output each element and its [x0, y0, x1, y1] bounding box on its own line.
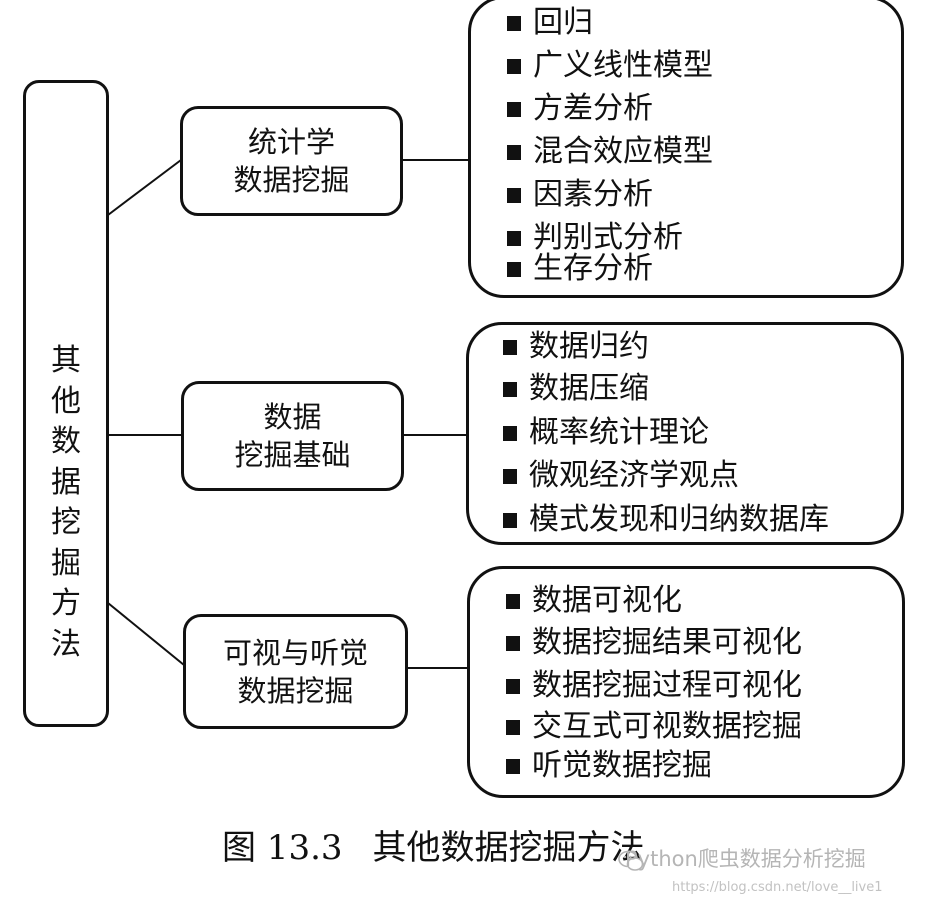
- bullet-square-icon: [507, 15, 521, 31]
- method-list-statistics: 回归 广义线性模型 方差分析 混合效应模型 因素分析 判别式分析 生存分析: [468, 0, 904, 298]
- list-item: 数据挖掘结果可视化: [506, 626, 802, 660]
- root-label: 其 他 数 据 挖 掘 方 法: [26, 341, 106, 665]
- list-item-label: 因素分析: [533, 177, 653, 212]
- category-label-line: 可视与听觉: [222, 635, 368, 670]
- connector-root-statistics: [107, 159, 182, 216]
- list-item: 混合效应模型: [507, 135, 713, 169]
- list-item-label: 方差分析: [533, 91, 653, 126]
- list-item-label: 回归: [533, 5, 593, 40]
- root-char: 挖: [51, 505, 81, 540]
- root-char: 数: [51, 424, 81, 459]
- list-item-label: 听觉数据挖掘: [532, 748, 712, 783]
- list-item: 模式发现和归纳数据库: [503, 503, 829, 537]
- root-char: 掘: [51, 545, 81, 581]
- root-char: 其: [51, 343, 81, 378]
- list-item: 概率统计理论: [503, 416, 709, 450]
- list-item: 数据压缩: [503, 372, 649, 406]
- figure-caption: 图 13.3 其他数据挖掘方法: [222, 826, 675, 870]
- figure-number: 图 13.3: [222, 828, 343, 868]
- figure-title: 其他数据挖掘方法: [372, 828, 645, 868]
- list-item: 数据挖掘过程可视化: [506, 669, 802, 703]
- list-item: 因素分析: [507, 178, 653, 212]
- category-label-line: 数据挖掘: [237, 673, 354, 708]
- bullet-square-icon: [507, 101, 521, 117]
- bullet-square-icon: [503, 512, 517, 528]
- list-item-label: 广义线性模型: [533, 48, 713, 83]
- list-item-label: 数据归约: [529, 329, 649, 364]
- watermark-url: https://blog.csdn.net/love__live1: [672, 880, 883, 895]
- method-list-foundations: 数据归约 数据压缩 概率统计理论 微观经济学观点 模式发现和归纳数据库: [466, 322, 904, 545]
- bullet-square-icon: [503, 425, 517, 441]
- list-item-label: 生存分析: [533, 251, 653, 286]
- list-item-label: 数据可视化: [532, 583, 682, 618]
- bullet-square-icon: [506, 635, 520, 651]
- category-label-line: 统计学: [247, 125, 335, 159]
- list-item: 广义线性模型: [507, 49, 713, 83]
- list-item-label: 混合效应模型: [533, 134, 713, 169]
- list-item-label: 微观经济学观点: [529, 458, 739, 493]
- list-item-label: 数据压缩: [529, 371, 649, 406]
- root-char: 方: [51, 586, 81, 621]
- root-box: 其 他 数 据 挖 掘 方 法: [23, 80, 109, 727]
- category-box-statistics: 统计学 数据挖掘: [180, 106, 403, 216]
- bullet-square-icon: [506, 593, 520, 609]
- method-list-visual-auditory: 数据可视化 数据挖掘结果可视化 数据挖掘过程可视化 交互式可视数据挖掘 听觉数据…: [467, 566, 905, 798]
- list-item-label: 数据挖掘过程可视化: [532, 668, 802, 703]
- list-item-label: 数据挖掘结果可视化: [532, 625, 802, 660]
- list-item: 听觉数据挖掘: [506, 749, 712, 783]
- bullet-square-icon: [507, 58, 521, 74]
- category-box-visual-auditory: 可视与听觉 数据挖掘: [183, 614, 408, 729]
- bullet-square-icon: [507, 187, 521, 203]
- list-item: 判别式分析: [507, 221, 683, 255]
- bullet-square-icon: [507, 261, 521, 277]
- connector-root-visual: [107, 602, 185, 666]
- list-item: 交互式可视数据挖掘: [506, 710, 802, 744]
- list-item-label: 交互式可视数据挖掘: [532, 709, 802, 744]
- list-item-label: 概率统计理论: [529, 415, 709, 450]
- category-box-foundations: 数据 挖掘基础: [181, 381, 404, 491]
- list-item: 数据可视化: [506, 584, 682, 618]
- category-label-line: 数据: [263, 400, 322, 434]
- bullet-square-icon: [506, 758, 520, 774]
- category-label-line: 数据挖掘: [233, 163, 350, 197]
- list-item: 数据归约: [503, 330, 649, 364]
- list-item-label: 判别式分析: [533, 220, 683, 255]
- bullet-square-icon: [503, 339, 517, 355]
- bullet-square-icon: [507, 230, 521, 246]
- bullet-square-icon: [503, 381, 517, 397]
- root-char: 据: [51, 464, 81, 500]
- list-item: 回归: [507, 6, 593, 40]
- bullet-square-icon: [506, 678, 520, 694]
- list-item: 微观经济学观点: [503, 459, 739, 493]
- list-item: 方差分析: [507, 92, 653, 126]
- root-char: 法: [51, 626, 81, 662]
- root-char: 他: [51, 383, 81, 419]
- bullet-square-icon: [506, 719, 520, 735]
- category-label-line: 挖掘基础: [234, 438, 351, 472]
- wechat-icon: [618, 850, 644, 871]
- list-item-label: 模式发现和归纳数据库: [529, 502, 829, 537]
- bullet-square-icon: [507, 144, 521, 160]
- list-item: 生存分析: [507, 252, 653, 286]
- bullet-square-icon: [503, 468, 517, 484]
- watermark-text: Python爬虫数据分析挖掘: [625, 847, 866, 871]
